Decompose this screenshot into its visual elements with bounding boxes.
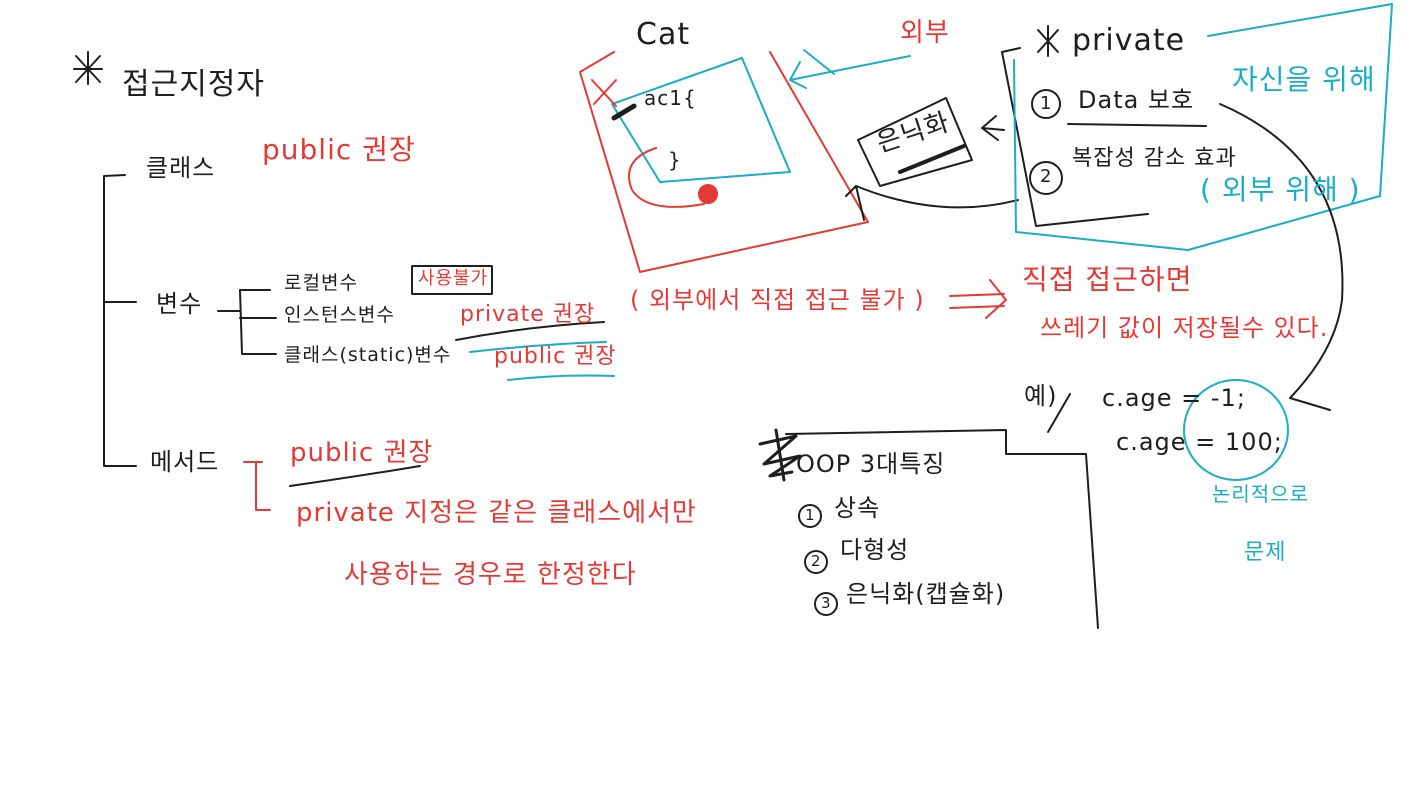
instance-underline-teal xyxy=(469,341,607,353)
local-note-box xyxy=(411,265,493,295)
static-var-label: 클래스(static)변수 xyxy=(284,344,452,366)
title-star-mark xyxy=(73,51,103,85)
oop-item2-circle xyxy=(804,550,828,574)
private-item1-circle xyxy=(1031,89,1061,119)
oop-item1-circle xyxy=(798,504,822,528)
implies-arrow xyxy=(949,279,1007,319)
example-arrow xyxy=(1047,393,1071,433)
method-bracket xyxy=(243,461,271,511)
method-underline xyxy=(289,465,421,487)
cat-field: ac1{ xyxy=(644,86,697,110)
instance-var-label: 인스턴스변수 xyxy=(284,304,395,326)
cat-access-loop xyxy=(628,147,705,208)
private-outside-note: ( 외부 위해 ) xyxy=(1200,173,1361,206)
private-item1-number: 1 xyxy=(1040,93,1052,114)
private-star xyxy=(1037,25,1059,57)
class-label: 클래스 xyxy=(146,154,216,182)
static-var-note: public 권장 xyxy=(494,344,617,369)
oop-item2-number: 2 xyxy=(811,552,821,570)
example-circle xyxy=(1183,379,1289,481)
cat-label: Cat xyxy=(636,17,691,52)
instance-var-note: private 권장 xyxy=(460,302,596,327)
private-item1-text: Data 보호 xyxy=(1078,86,1195,114)
private-box xyxy=(1001,47,1149,227)
title-text: 접근지정자 xyxy=(122,67,265,102)
private-item2-number: 2 xyxy=(1040,166,1052,187)
instance-underline xyxy=(455,321,605,341)
outside-arrow xyxy=(789,49,911,89)
cat-brace: } xyxy=(668,148,682,172)
example-line2: c.age = 100; xyxy=(1116,428,1283,456)
outside-label: 외부 xyxy=(900,18,950,48)
instance-var-reason: ( 외부에서 직접 접근 불가 ) xyxy=(630,286,925,314)
logic-error-line2: 문제 xyxy=(1244,540,1287,565)
private-item1-underline xyxy=(1067,123,1207,127)
static-underline-teal xyxy=(507,374,615,381)
local-var-label: 로컬변수 xyxy=(284,272,358,294)
oop-title: OOP 3대특징 xyxy=(796,450,946,478)
direct-access-line2: 쓰레기 값이 저장될수 있다. xyxy=(1040,314,1329,342)
example-label: 예) xyxy=(1024,382,1058,410)
oop-item3-number: 3 xyxy=(821,594,831,612)
class-note: public 권장 xyxy=(262,133,416,166)
method-private-line1: private 지정은 같은 클래스에서만 xyxy=(296,498,697,528)
method-private-line2: 사용하는 경우로 한정한다 xyxy=(344,560,637,590)
cat-dot xyxy=(698,184,718,204)
logic-error-line1: 논리적으로 xyxy=(1212,482,1309,506)
variables-label: 변수 xyxy=(156,290,203,318)
encapsulation-to-cat-arrow xyxy=(845,185,1019,221)
private-item2-text: 복잡성 감소 효과 xyxy=(1072,146,1237,171)
private-to-encapsulation-arrow xyxy=(981,115,1005,141)
method-label: 메서드 xyxy=(150,448,220,476)
oop-item1-number: 1 xyxy=(805,506,815,524)
encapsulation-box xyxy=(857,97,973,187)
local-var-note: 사용불가 xyxy=(418,268,489,289)
variables-bracket xyxy=(217,289,277,355)
oop-item3-text: 은닉화(캡슐화) xyxy=(846,580,1006,608)
example-line1: c.age = -1; xyxy=(1102,384,1246,412)
oop-scribble xyxy=(758,428,802,482)
private-to-example-arrow xyxy=(1219,103,1344,411)
private-title: private xyxy=(1072,23,1186,58)
cat-inner-box xyxy=(611,57,791,183)
oop-item1-text: 상속 xyxy=(834,494,881,522)
cat-inner-cross xyxy=(591,79,617,107)
oop-item2-text: 다형성 xyxy=(840,536,910,564)
oop-box xyxy=(785,429,1099,629)
cat-field-mark xyxy=(611,103,637,121)
private-self-note: 자신을 위해 xyxy=(1232,63,1376,96)
direct-access-line1: 직접 접근하면 xyxy=(1022,263,1193,296)
oop-item3-circle xyxy=(814,592,838,616)
main-bracket xyxy=(103,174,137,467)
encapsulation-underline xyxy=(898,144,966,174)
private-item2-circle xyxy=(1029,161,1063,195)
method-note: public 권장 xyxy=(290,438,434,468)
cat-outer-box xyxy=(579,51,869,273)
private-teal-frame xyxy=(1013,3,1393,251)
